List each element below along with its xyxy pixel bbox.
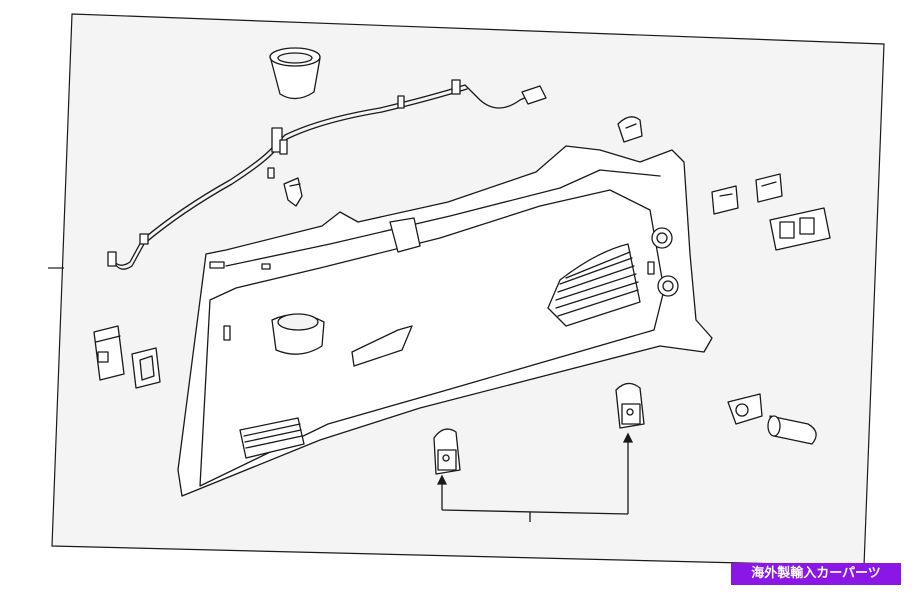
trim-clip-right: [755, 173, 783, 203]
cup-holder-insert: [269, 47, 321, 100]
wiring-harness: [107, 79, 547, 270]
bezel-ring: [131, 347, 161, 389]
watermark-badge: 海外製輸入カーパーツ: [731, 563, 901, 585]
trim-clip-left: [711, 185, 739, 215]
lamp-bulb: [767, 415, 817, 445]
retainer-clip: [283, 177, 303, 207]
switch-module: [93, 325, 125, 381]
callout-leaders: [436, 432, 634, 522]
quarter-trim-panel: [177, 145, 713, 497]
lamp-bracket: [727, 393, 763, 425]
tie-down-hook-left: [433, 428, 461, 475]
power-outlet: [769, 207, 831, 251]
tie-down-hook-right: [615, 382, 645, 429]
latch-cover: [617, 116, 643, 143]
